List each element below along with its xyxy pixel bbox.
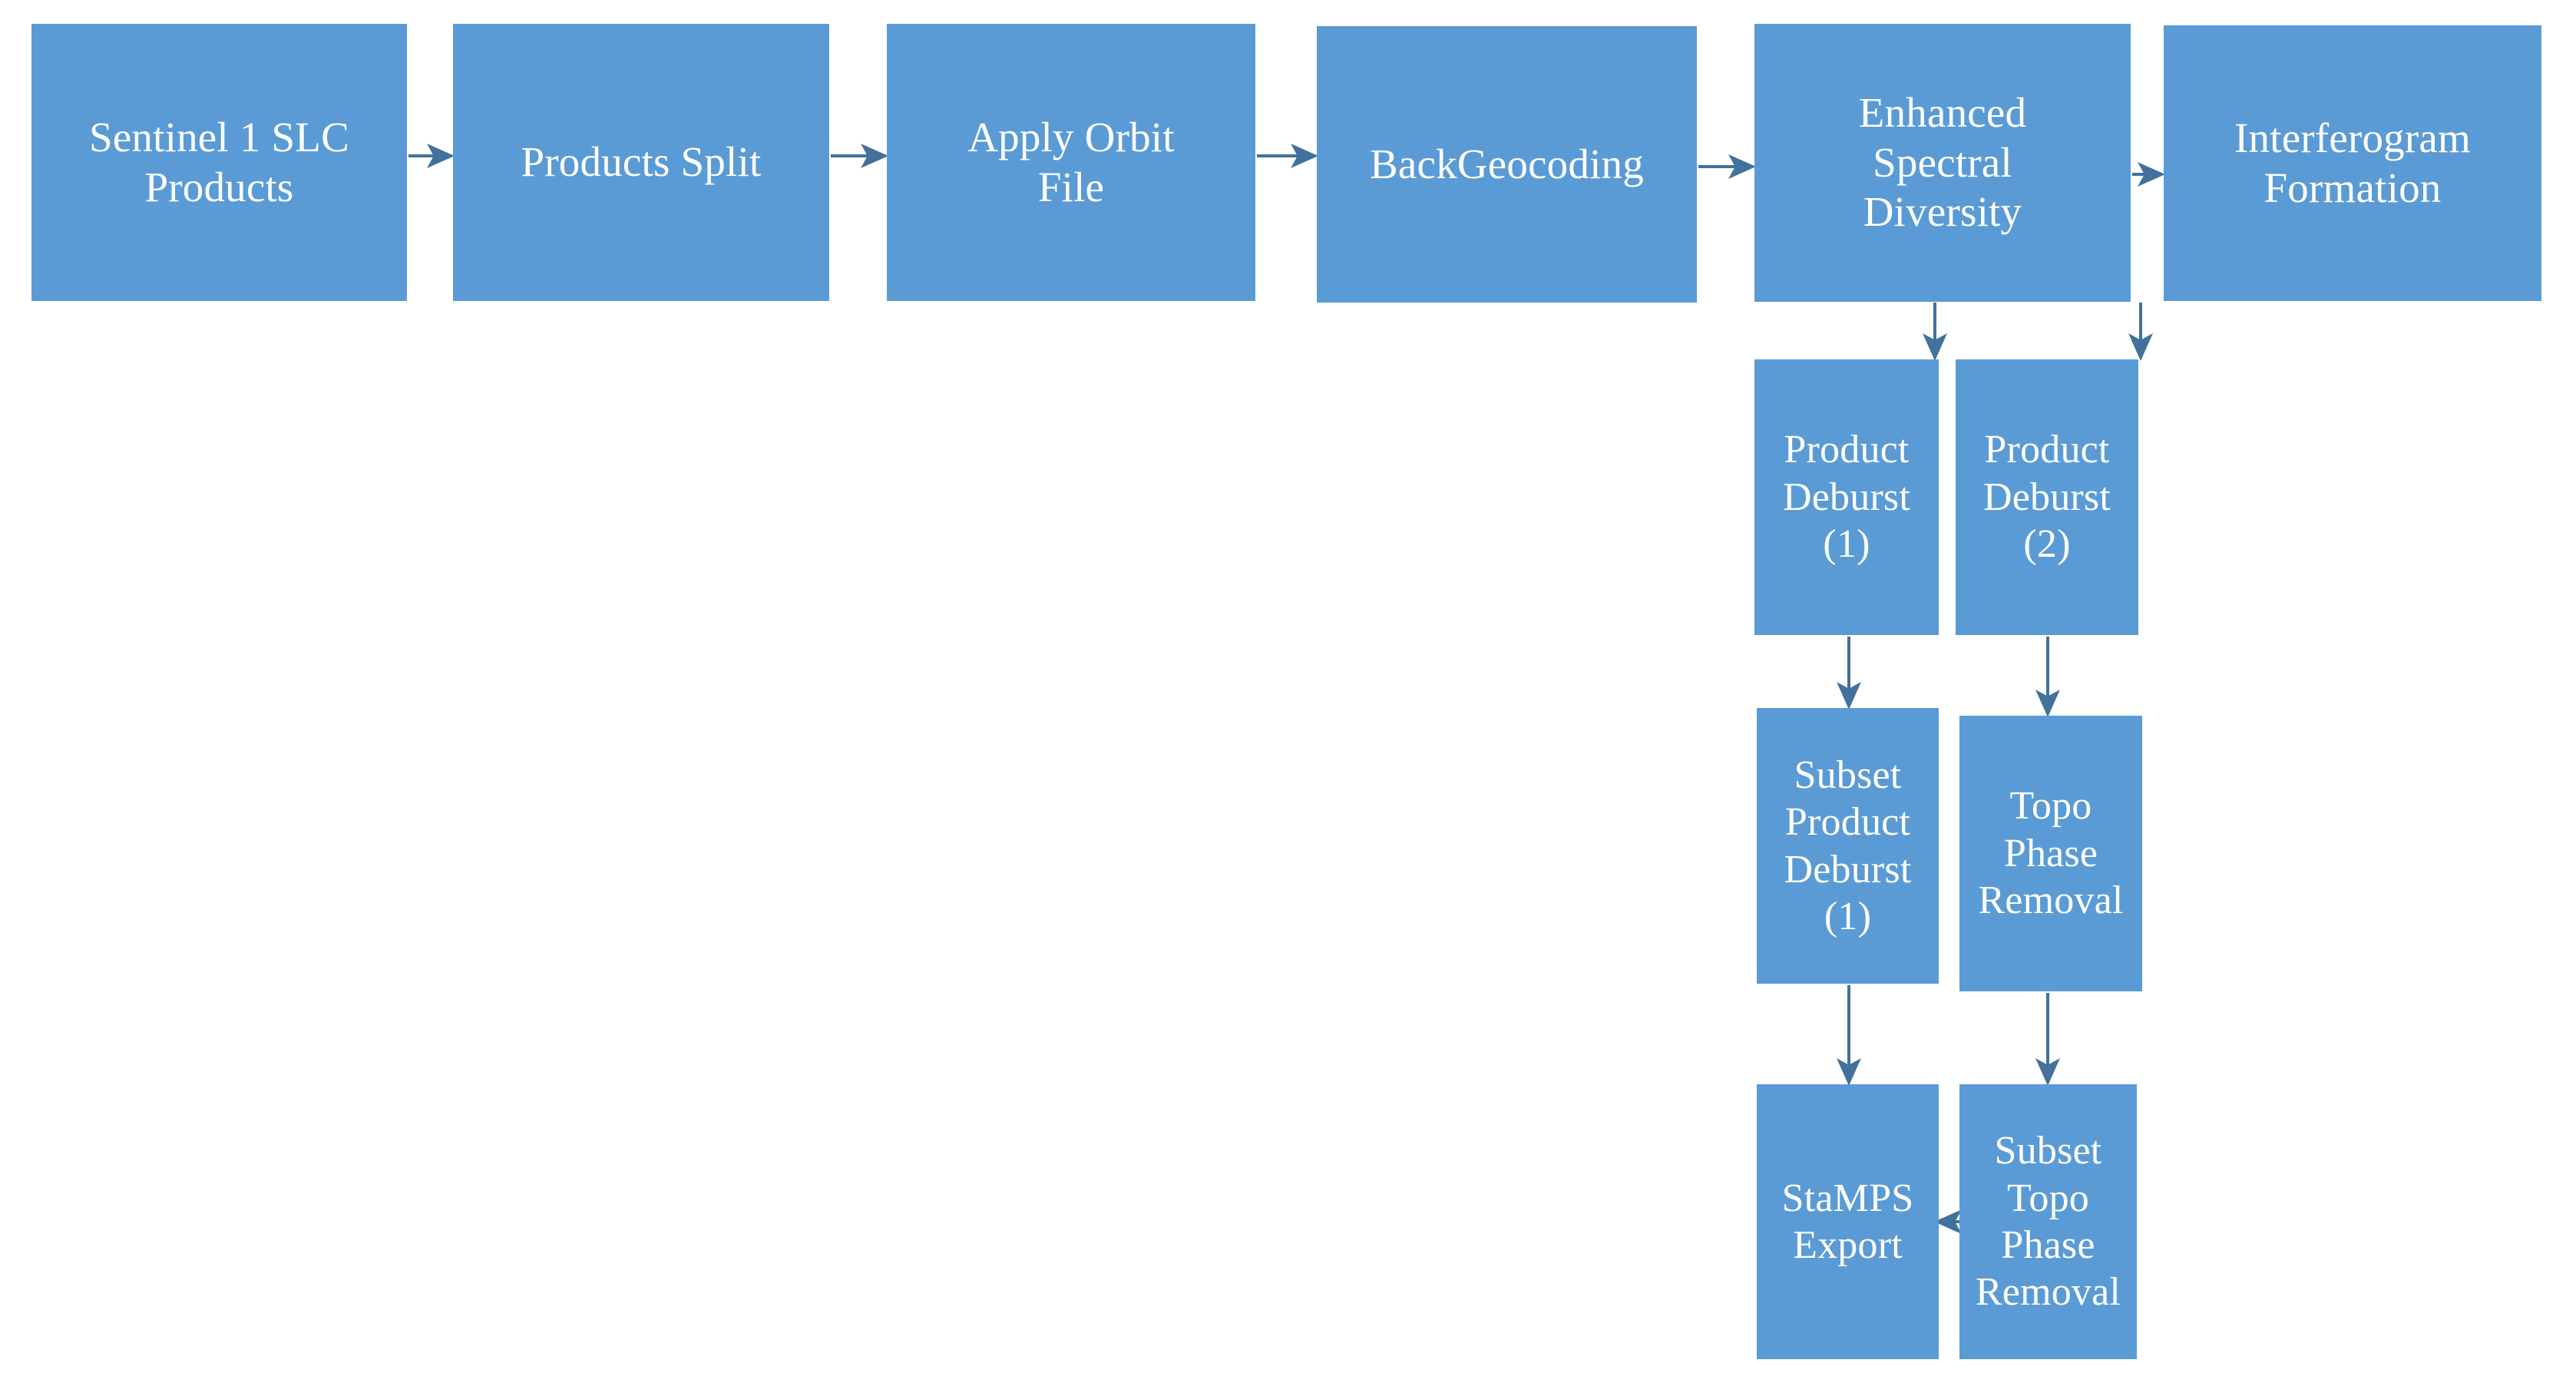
node-label: BackGeocoding [1370, 140, 1644, 187]
node-subset-product-deburst-1[interactable]: Subset Product Deburst (1) [1757, 708, 1939, 984]
node-backgeocoding[interactable]: BackGeocoding [1317, 26, 1697, 303]
node-apply-orbit-file[interactable]: Apply Orbit File [887, 24, 1255, 301]
node-product-deburst-1[interactable]: Product Deburst (1) [1754, 359, 1939, 635]
node-label: Product Deburst (1) [1782, 428, 1911, 567]
node-products-split[interactable]: Products Split [453, 24, 829, 301]
node-label: Apply Orbit File [967, 113, 1175, 210]
node-label: Products Split [521, 138, 762, 186]
node-interferogram-formation[interactable]: Interferogram Formation [2164, 25, 2541, 301]
node-enhanced-spectral-diversity[interactable]: Enhanced Spectral Diversity [1754, 24, 2131, 302]
node-label: Subset Product Deburst (1) [1784, 753, 1912, 938]
node-product-deburst-2[interactable]: Product Deburst (2) [1956, 359, 2138, 635]
node-subset-topo-phase-removal[interactable]: Subset Topo Phase Removal [1959, 1084, 2137, 1359]
node-topo-phase-removal[interactable]: Topo Phase Removal [1959, 716, 2142, 991]
node-label: Interferogram Formation [2234, 114, 2471, 211]
node-label: Subset Topo Phase Removal [1975, 1129, 2121, 1315]
node-stamps-export[interactable]: StaMPS Export [1757, 1084, 1939, 1359]
node-sentinel-1-slc-products[interactable]: Sentinel 1 SLC Products [31, 24, 407, 301]
node-label: Sentinel 1 SLC Products [89, 113, 349, 210]
node-label: Enhanced Spectral Diversity [1858, 88, 2027, 236]
node-label: Topo Phase Removal [1978, 784, 2124, 923]
node-label: StaMPS Export [1781, 1176, 1914, 1267]
node-label: Product Deburst (2) [1982, 428, 2111, 567]
